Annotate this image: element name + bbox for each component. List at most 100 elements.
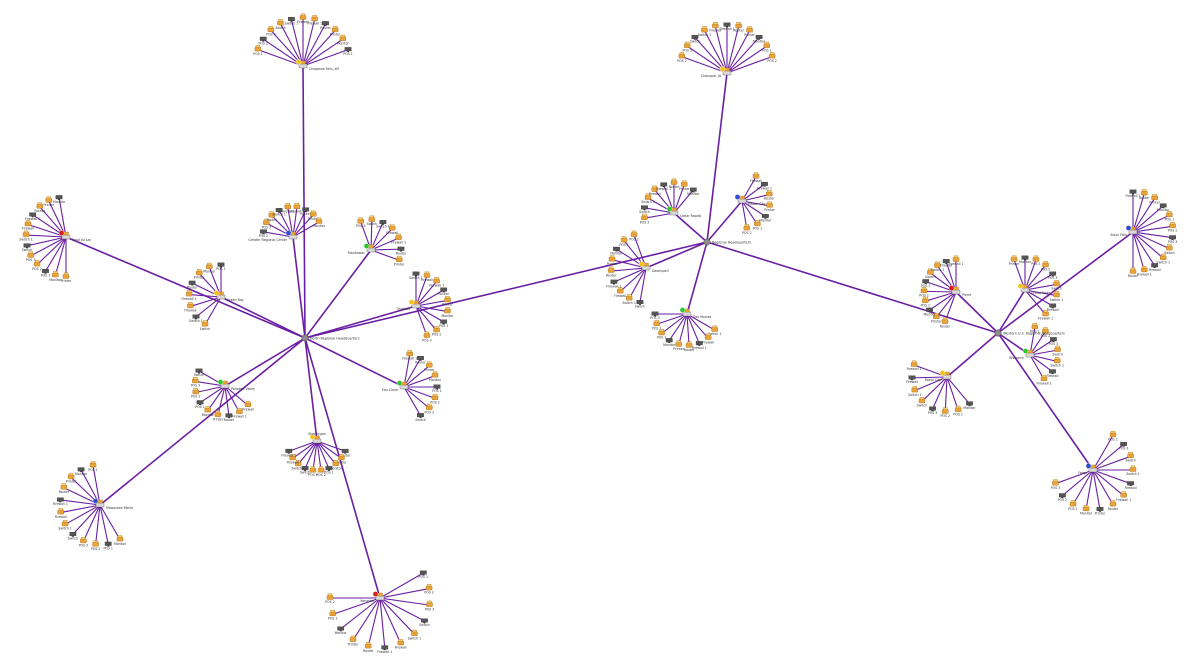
monitor-icon[interactable]: Monitor	[753, 34, 766, 44]
pos-terminal-icon[interactable]: Switch	[275, 19, 286, 30]
pos-terminal-icon[interactable]: Router	[1139, 189, 1150, 200]
monitor-icon[interactable]: Monitor	[687, 187, 700, 196]
pos-terminal-icon[interactable]: Printer	[424, 361, 435, 372]
monitor-icon[interactable]: Monitor	[53, 195, 66, 204]
monitor-icon[interactable]: Monitor	[335, 626, 348, 635]
monitor-icon[interactable]: Firewall	[1125, 481, 1137, 490]
pos-terminal-icon[interactable]: Printer	[44, 196, 55, 207]
pos-terminal-icon[interactable]: Firewall	[421, 271, 433, 282]
pos-terminal-icon[interactable]: Monitor	[313, 217, 326, 228]
pos-terminal-icon[interactable]: Firewall	[55, 508, 67, 519]
pos-terminal-icon[interactable]: POS 2	[430, 393, 440, 404]
monitor-icon[interactable]: POS 1	[343, 47, 353, 56]
monitor-icon[interactable]: POS 2	[258, 36, 268, 45]
pos-terminal-icon[interactable]: Firewall	[287, 454, 299, 465]
pos-terminal-icon[interactable]: POS 2	[652, 319, 662, 330]
monitor-icon[interactable]: Firewall 1	[377, 645, 392, 654]
pos-terminal-icon[interactable]: Switch	[200, 320, 211, 331]
pos-terminal-icon[interactable]: Router	[764, 190, 775, 201]
pos-terminal-icon[interactable]: Firewall 1	[391, 233, 406, 244]
pos-terminal-icon[interactable]: POS 3	[425, 403, 435, 414]
pos-terminal-icon[interactable]: Firewall 1	[182, 290, 197, 301]
monitor-icon[interactable]: Monitor	[75, 467, 88, 476]
pos-terminal-icon[interactable]: POS 1	[1031, 255, 1041, 266]
monitor-icon[interactable]: POS 3	[1168, 235, 1178, 244]
monitor-icon[interactable]: Firewall 1	[606, 279, 621, 288]
pos-terminal-icon[interactable]: POS 2	[1108, 431, 1118, 442]
pos-terminal-icon[interactable]: Firewall	[184, 302, 197, 313]
pos-terminal-icon[interactable]: Firewall 1	[402, 350, 417, 361]
monitor-icon[interactable]: Router	[340, 448, 351, 457]
monitor-icon[interactable]: POS 1	[41, 268, 51, 278]
pos-terminal-icon[interactable]: Switch 1	[641, 193, 655, 204]
monitor-icon[interactable]: Firewall	[906, 375, 918, 384]
pos-terminal-icon[interactable]: Router	[940, 317, 951, 328]
monitor-icon[interactable]: Router	[300, 207, 312, 216]
monitor-icon[interactable]: Firewall	[1047, 303, 1059, 312]
pos-terminal-icon[interactable]: Switch	[1052, 345, 1063, 356]
pos-terminal-icon[interactable]: Monitor	[330, 460, 343, 471]
monitor-icon[interactable]: Switch 1	[409, 271, 423, 280]
pos-terminal-icon[interactable]: Switch 1	[1156, 253, 1170, 264]
pos-terminal-icon[interactable]: Switch	[367, 215, 378, 226]
pos-terminal-icon[interactable]: Firewall 1	[307, 15, 322, 26]
pos-terminal-icon[interactable]: Firewall 1	[1137, 266, 1152, 277]
pos-terminal-icon[interactable]: POS 2	[432, 326, 442, 337]
pos-terminal-icon[interactable]: Switch	[917, 397, 928, 408]
pos-terminal-icon[interactable]: POS 3	[425, 600, 435, 611]
monitor-icon[interactable]: Router	[187, 280, 198, 289]
pos-terminal-icon[interactable]: Monitor	[337, 34, 350, 45]
monitor-icon[interactable]: Firewall 1	[719, 22, 735, 31]
pos-terminal-icon[interactable]: POS 3	[191, 377, 201, 388]
pos-terminal-icon[interactable]: POS 3	[682, 41, 692, 52]
pos-terminal-icon[interactable]: Router	[606, 266, 617, 277]
pos-terminal-icon[interactable]: POS 2	[325, 593, 335, 604]
pos-terminal-icon[interactable]: Switch 1	[1050, 291, 1064, 302]
pos-terminal-icon[interactable]: Router	[684, 341, 695, 352]
pos-terminal-icon[interactable]: Switch	[1125, 451, 1136, 463]
monitor-icon[interactable]: Switch 1	[189, 314, 203, 323]
pos-terminal-icon[interactable]: Switch 1	[19, 230, 33, 241]
pos-terminal-icon[interactable]: POS 1	[328, 610, 338, 621]
pos-terminal-icon[interactable]: Router	[1108, 500, 1119, 511]
pos-terminal-icon[interactable]: Switch 1	[1050, 357, 1064, 368]
pos-terminal-icon[interactable]: Switch	[925, 268, 936, 279]
pos-terminal-icon[interactable]: Printer	[194, 269, 205, 280]
pos-terminal-icon[interactable]: Firewall	[709, 22, 722, 33]
pos-terminal-icon[interactable]: POS 2	[767, 52, 777, 63]
monitor-icon[interactable]: POS 3	[1048, 271, 1058, 280]
pos-terminal-icon[interactable]: Firewall 1	[289, 202, 304, 213]
pos-terminal-icon[interactable]: POS 2	[424, 584, 434, 595]
pos-terminal-icon[interactable]: POS 2	[1168, 221, 1178, 233]
pos-terminal-icon[interactable]: Monitor	[203, 262, 216, 273]
monitor-icon[interactable]: Switch	[194, 368, 205, 377]
monitor-icon[interactable]: Firewall	[940, 259, 952, 268]
monitor-icon[interactable]: Firewall	[1149, 263, 1161, 272]
pos-terminal-icon[interactable]: Switch	[1051, 280, 1062, 291]
monitor-icon[interactable]: Monitor	[963, 401, 976, 410]
pos-terminal-icon[interactable]: Switch 1	[622, 294, 636, 305]
monitor-icon[interactable]: Switch	[68, 532, 79, 541]
monitor-icon[interactable]: Firewall 1	[281, 448, 296, 457]
pos-terminal-icon[interactable]: POS 1	[1068, 500, 1078, 511]
monitor-icon[interactable]: Firewall	[1046, 369, 1059, 378]
pos-terminal-icon[interactable]: POS 2	[91, 540, 101, 551]
monitor-icon[interactable]: Firewall 1	[25, 212, 40, 221]
monitor-icon[interactable]: Switch	[690, 34, 701, 44]
pos-terminal-icon[interactable]: Firewall	[386, 224, 398, 235]
pos-terminal-icon[interactable]: POS 2	[316, 466, 326, 477]
pos-terminal-icon[interactable]: Switch 1	[58, 520, 72, 531]
pos-terminal-icon[interactable]: POS 1	[762, 41, 772, 52]
pos-terminal-icon[interactable]: POS 3	[79, 537, 89, 548]
pos-terminal-icon[interactable]: Switch 1	[931, 261, 945, 272]
pos-terminal-icon[interactable]: Printer	[1009, 255, 1020, 266]
pos-terminal-icon[interactable]: Monitor	[429, 371, 442, 382]
pos-terminal-icon[interactable]: Printer	[1149, 193, 1161, 205]
pos-terminal-icon[interactable]: Router	[669, 178, 680, 189]
